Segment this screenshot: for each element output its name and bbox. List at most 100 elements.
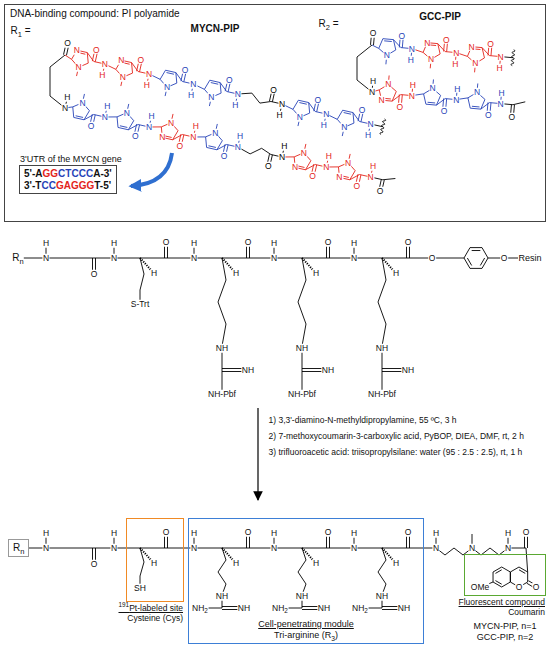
atom-label: N: [350, 544, 357, 553]
atom-label: H: [190, 529, 197, 538]
atom-label: O: [532, 583, 540, 592]
bond: [140, 548, 166, 549]
atom-label: H: [270, 239, 277, 248]
atom-label: O: [440, 106, 448, 115]
bond: [428, 102, 436, 104]
atom-label: N: [75, 63, 82, 72]
bond: [120, 126, 127, 128]
atom-label: H: [42, 529, 49, 538]
atom-label: H: [232, 559, 239, 568]
bond: [354, 548, 382, 549]
atom-label: H: [270, 529, 277, 538]
reaction-arrow: [257, 408, 258, 500]
atom-label: NH: [321, 366, 334, 375]
atom-label: O: [508, 112, 516, 121]
atom-label: N: [292, 163, 299, 172]
atom-label: H: [104, 102, 111, 111]
dna-sequence: 3'-TCCGAGGGT-5': [24, 180, 112, 192]
atom-label: O: [487, 39, 495, 48]
bond: [194, 258, 222, 259]
bond: [472, 106, 480, 108]
bond: [274, 548, 302, 549]
box-caption: Cell-penetrating module: [189, 619, 423, 629]
atom-label: H: [452, 59, 459, 68]
atom-label: N: [453, 48, 460, 57]
atom-label: N: [408, 44, 415, 53]
atom-label: N: [323, 110, 330, 119]
atom-label: O: [353, 182, 361, 191]
atom-label: NH: [241, 366, 254, 375]
bond-group: [18, 33, 537, 610]
atom-label: N: [101, 113, 108, 122]
atom-label: H: [409, 80, 416, 89]
atom-label: NH2: [192, 604, 209, 613]
atom-label: NH-Pbf: [368, 390, 397, 399]
atom-label: SH: [134, 584, 147, 593]
panel-heading: DNA-binding compound: PI polyamide: [10, 8, 180, 20]
atom-label: H: [187, 90, 194, 99]
atom-label: H: [498, 88, 505, 97]
atom-label: N: [385, 80, 392, 89]
compound-name: MYCN-PIP: [190, 24, 240, 34]
atom-label: N: [270, 544, 277, 553]
atom-label: N: [234, 90, 241, 99]
atom-label: N: [208, 93, 215, 102]
atom-label: N: [378, 96, 385, 105]
atom-label: N: [468, 42, 475, 51]
atom-label: NH: [401, 366, 414, 375]
atom-label: NH: [295, 592, 308, 601]
atom-label: OMe: [470, 583, 489, 592]
atom-label: N: [408, 91, 415, 100]
atom-label: O: [87, 122, 95, 131]
compound-name: GCC-PIP: [419, 12, 462, 22]
bond: [513, 102, 525, 105]
atom-label: NH: [295, 344, 308, 353]
note: GCC-PIP, n=2: [476, 633, 534, 642]
atom-label: H: [276, 110, 283, 119]
bond: [65, 55, 72, 59]
atom-label: N: [110, 544, 117, 553]
atom-label: O: [500, 254, 508, 263]
atom-label: N: [473, 88, 480, 97]
atom-label: O: [137, 56, 145, 65]
bond: [378, 258, 386, 346]
bond: [167, 73, 174, 75]
atom-label: H: [369, 162, 376, 171]
bond: [274, 258, 302, 259]
atom-label: H: [150, 559, 157, 568]
atom-label: N: [497, 99, 504, 108]
atom-label: N: [453, 95, 460, 104]
atom-label: NH-Pbf: [208, 390, 237, 399]
atom-label: H: [110, 239, 117, 248]
atom-label: N: [212, 128, 219, 137]
bond: [344, 113, 351, 115]
atom-label: N: [368, 88, 375, 97]
atom-label: O: [181, 66, 189, 75]
atom-label: H: [99, 70, 106, 79]
atom-label: H: [432, 529, 439, 538]
atom-label: N: [424, 38, 431, 47]
atom-label: N: [367, 120, 374, 129]
atom-label: H: [392, 559, 399, 568]
atom-label: H: [369, 77, 376, 86]
atom-label: N: [497, 52, 504, 61]
bond: [519, 570, 525, 574]
atom-label: O: [90, 270, 98, 279]
atom-label: NH-Pbf: [288, 390, 317, 399]
atom-label: N: [300, 148, 307, 157]
bond: [114, 548, 140, 549]
bond: [218, 548, 226, 595]
atom-label: O: [324, 238, 332, 247]
atom-label: N: [278, 153, 285, 162]
atom-label: H: [365, 130, 372, 139]
atom-label: H: [64, 93, 71, 102]
bond: [511, 50, 515, 66]
atom-label: H: [407, 55, 414, 64]
atom-label: N: [367, 173, 374, 182]
atom-label: N: [323, 163, 330, 172]
atom-label: N: [278, 100, 285, 109]
atom-label: N: [190, 544, 197, 553]
atom-label: N: [164, 83, 171, 92]
atom-label: O: [90, 560, 98, 569]
atom-label: NH: [375, 592, 388, 601]
